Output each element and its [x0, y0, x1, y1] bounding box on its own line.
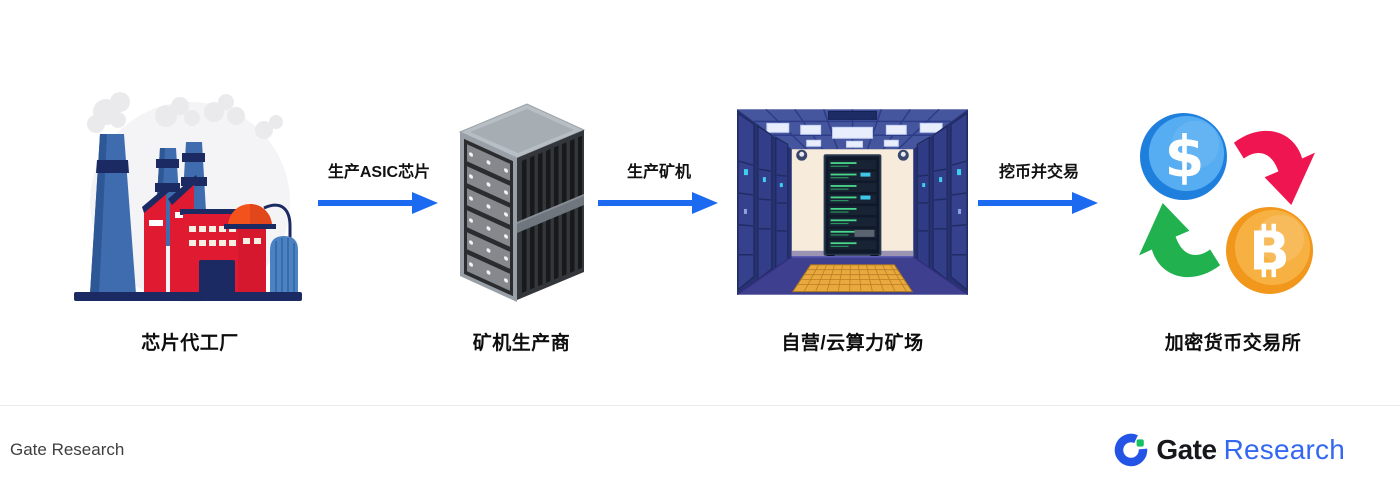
gate-logo-brand-text: Gate	[1156, 434, 1217, 465]
gate-research-logo: Gate Research	[1113, 432, 1345, 468]
currency-exchange-illustration: $ B	[1138, 113, 1316, 294]
gate-logo-icon	[1115, 433, 1148, 467]
node-label-crypto-exchange: 加密货币交易所	[1164, 333, 1302, 354]
svg-text:B: B	[1249, 219, 1290, 282]
flow-arrow-mine-and-trade: 挖币并交易	[978, 158, 1100, 215]
gate-logo-suffix-text: Research	[1223, 434, 1345, 465]
arrow-label: 生产矿机	[626, 164, 691, 181]
dollar-coin-icon: $	[1139, 113, 1227, 201]
flow-node-mining-farm	[737, 109, 968, 295]
arrow-label: 挖币并交易	[998, 164, 1079, 181]
factory-illustration	[74, 92, 302, 302]
red-swap-arrow-icon	[1233, 130, 1316, 205]
footer-divider	[0, 405, 1400, 406]
arrow-label: 生产ASIC芯片	[327, 164, 431, 181]
right-arrow-icon	[598, 192, 718, 214]
flow-arrow-produce-asic: 生产ASIC芯片	[318, 158, 440, 215]
mining-farm-illustration	[737, 109, 968, 295]
node-label-miner-manufacturer: 矿机生产商	[472, 333, 571, 354]
flow-node-miner-manufacturer	[452, 92, 592, 310]
bitcoin-coin-icon: B	[1226, 206, 1314, 294]
flow-arrow-produce-miners: 生产矿机	[598, 158, 720, 215]
green-swap-arrow-icon	[1138, 203, 1221, 278]
flow-node-chip-foundry	[68, 86, 312, 306]
footer-watermark: Gate Research	[10, 440, 125, 459]
node-label-chip-foundry: 芯片代工厂	[141, 333, 239, 354]
svg-text:$: $	[1165, 123, 1205, 190]
flow-node-crypto-exchange: $ B	[1138, 108, 1316, 300]
right-arrow-icon	[978, 192, 1098, 214]
server-rack-illustration	[458, 103, 586, 302]
node-label-mining-farm: 自营/云算力矿场	[781, 333, 924, 354]
right-arrow-icon	[318, 192, 438, 214]
